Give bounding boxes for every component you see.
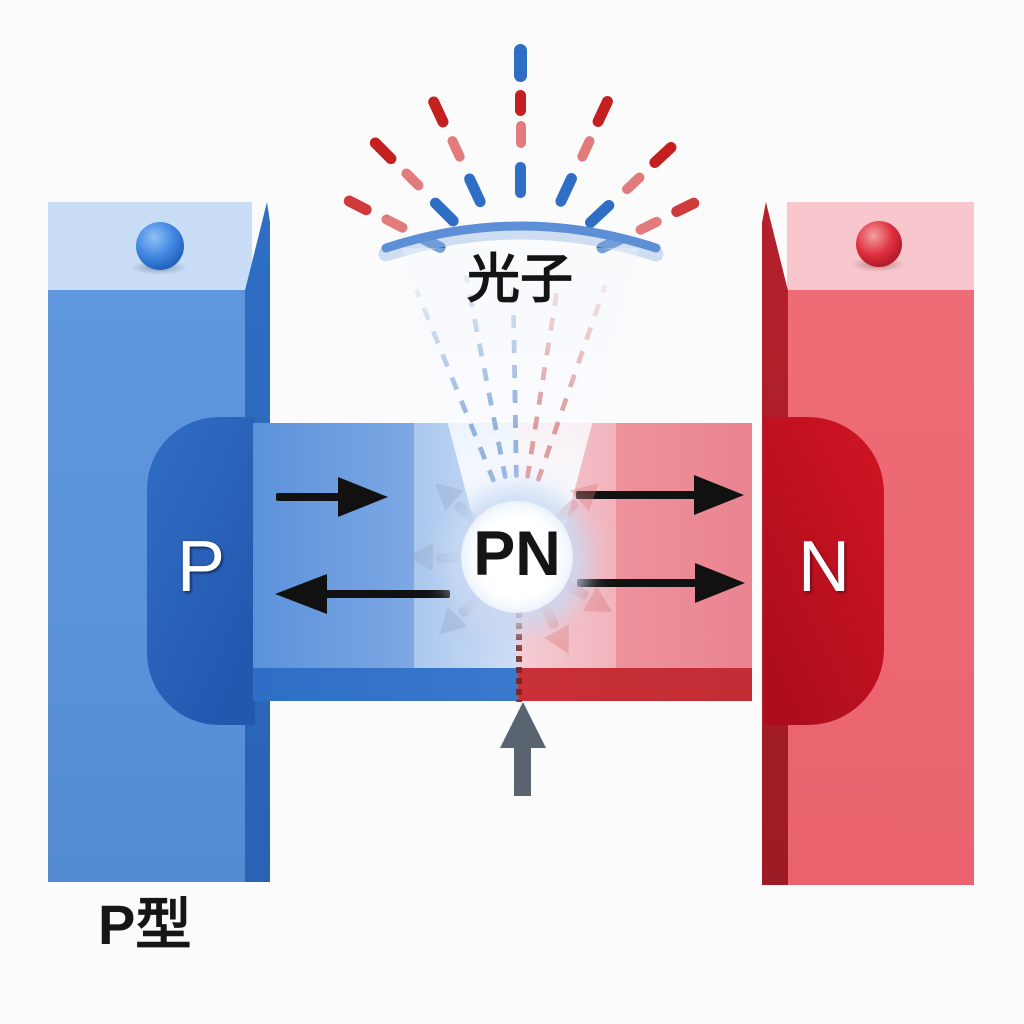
junction-bar-n-segment [616, 423, 752, 668]
emission-arc-icon [378, 221, 664, 262]
injection-up-arrow-head [500, 702, 546, 748]
junction-bar-n-bottom-edge [518, 668, 752, 701]
junction-bar-p-bottom-edge [253, 668, 518, 701]
photon-label: 光子 [467, 250, 573, 309]
junction-boundary-dashed-line [516, 612, 522, 702]
recombination-starburst-icon [407, 483, 613, 655]
p-bar-contact-bulge [147, 417, 255, 725]
p-type-caption: P型 [98, 893, 192, 956]
junction-bar-p-segment [253, 423, 414, 668]
junction-label: PN [473, 519, 561, 589]
hole-sphere-icon [856, 221, 902, 267]
p-region-label: P [176, 527, 226, 607]
n-region-label: N [798, 527, 850, 607]
injection-up-arrow-stem [514, 744, 531, 796]
electron-sphere-icon [136, 222, 184, 270]
n-bar-contact-bulge [764, 417, 884, 725]
junction-glow [461, 501, 573, 613]
